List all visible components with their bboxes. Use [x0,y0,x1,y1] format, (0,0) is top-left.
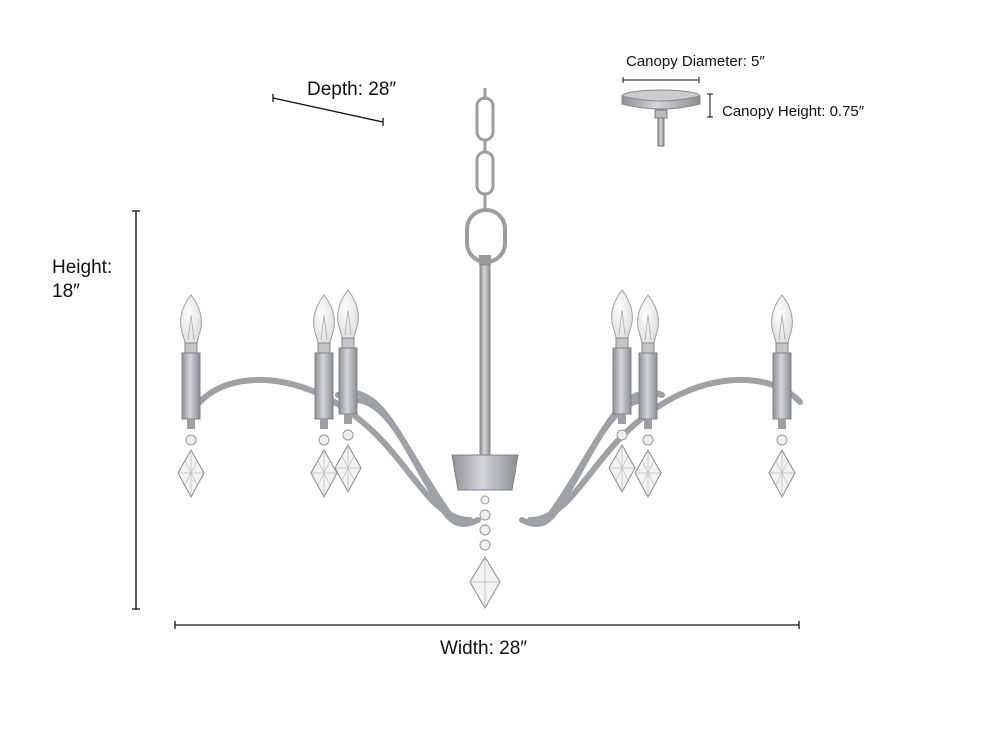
center-crystal-icon [469,495,501,610]
height-label: Height: [52,257,113,278]
arms [197,376,803,528]
candle-right [768,294,796,498]
height-dimension-line [132,210,140,610]
candle-back-left [334,289,362,493]
canopy-height-label: Canopy Height: 0.75″ [722,103,865,120]
center-body [451,454,519,491]
candle-mid-left [310,294,338,498]
candle-left [177,294,205,498]
depth-dimension-line [272,94,384,126]
rod-cap [479,255,491,265]
width-dimension-line [174,621,800,629]
canopy-icon [621,89,701,147]
width-label: Width: 28″ [440,638,527,659]
canopy-height-line [707,93,713,118]
depth-label: Depth: 28″ [307,79,397,100]
chain-icon [465,88,507,264]
candle-back-right [608,289,636,493]
canopy-diameter-line [622,77,700,83]
center-rod [479,264,491,456]
height-value: 18″ [52,281,80,302]
canopy-diameter-label: Canopy Diameter: 5″ [626,53,765,70]
candle-mid-right [634,294,662,498]
